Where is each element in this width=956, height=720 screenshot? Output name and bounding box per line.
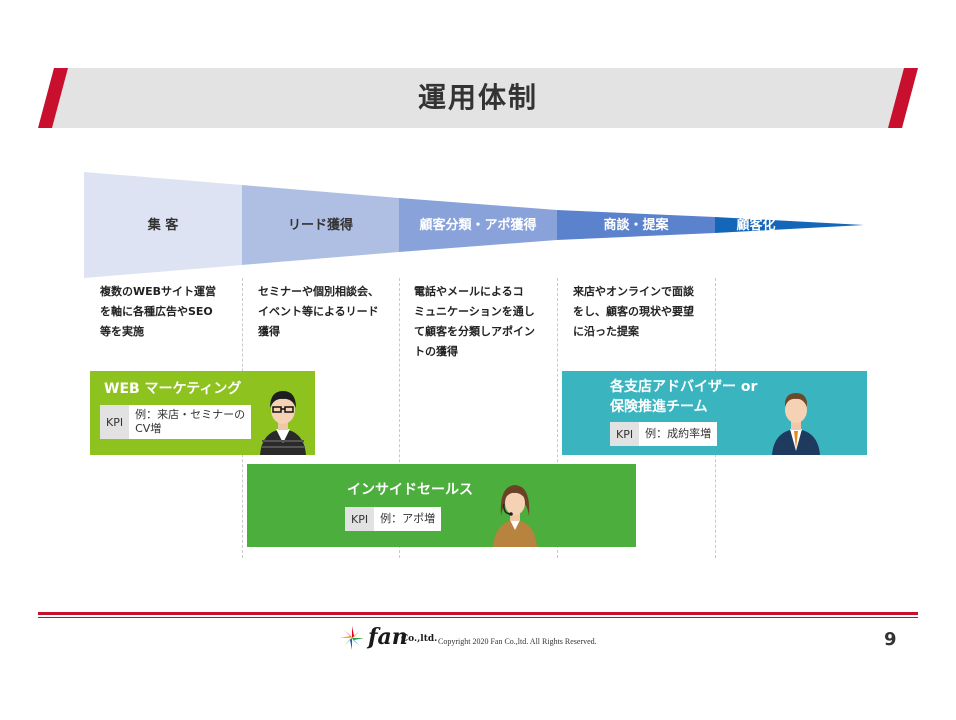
stage-label-acquisition: 集 客 — [147, 218, 179, 233]
advisor-person-icon — [772, 393, 820, 455]
operator-person-icon — [493, 485, 537, 547]
title-banner — [38, 68, 918, 128]
kpi-value: 例：成約率増 — [645, 427, 712, 440]
column-divider — [557, 278, 558, 558]
inside-sales-kpi: KPI 例：アポ増 — [345, 507, 442, 531]
branch-advisor-title: 各支店アドバイザー or 保険推進チーム — [610, 379, 758, 415]
branch-advisor-card: 各支店アドバイザー or 保険推進チーム KPI 例：成約率増 — [562, 371, 867, 455]
funnel-stage-5 — [715, 217, 864, 233]
footer-rule-thin — [38, 617, 918, 618]
kpi-tag: KPI — [345, 507, 375, 531]
kpi-value: 例：来店・セミナーの CV増 — [135, 408, 246, 435]
copyright-text: Copyright 2020 Fan Co.,ltd. All Rights R… — [438, 637, 597, 646]
page-title: 運用体制 — [417, 81, 538, 114]
kpi-tag: KPI — [100, 405, 130, 439]
web-marketing-kpi: KPI 例：来店・セミナーの CV増 — [100, 405, 252, 439]
inside-sales-card: インサイドセールス KPI 例：アポ増 — [247, 464, 636, 547]
funnel-chart — [84, 172, 864, 278]
web-marketing-card: WEB マーケティング KPI 例：来店・セミナーの CV増 — [90, 371, 315, 455]
stage-description-acquisition: 複数のWEBサイト運営 を軸に各種広告やSEO 等を実施 — [100, 285, 217, 338]
funnel-stage-3 — [399, 198, 557, 252]
stage-description-appointment: 電話やメールによるコ ミュニケーションを通し て顧客を分類しアポイン トの獲得 — [414, 285, 535, 358]
footer-rule — [38, 612, 918, 615]
stage-label-appointment: 顧客分類・アポ獲得 — [419, 218, 537, 233]
stage-label-conversion: 顧客化 — [736, 218, 776, 233]
kpi-tag: KPI — [610, 422, 640, 446]
page-number: 9 — [884, 629, 897, 650]
company-logo-suffix: Co.,ltd. — [401, 634, 438, 644]
stage-label-lead: リード獲得 — [287, 218, 353, 233]
inside-sales-title: インサイドセールス — [347, 482, 473, 498]
funnel-stage-2 — [242, 185, 399, 265]
stage-description-lead: セミナーや個別相談会、 イベント等によるリード 獲得 — [258, 285, 379, 338]
marketer-person-icon — [260, 391, 306, 455]
funnel-stage-4 — [557, 210, 715, 240]
stage-description-proposal: 来店やオンラインで面談 をし、顧客の現状や要望 に沿った提案 — [573, 285, 694, 338]
funnel-stage-1 — [84, 172, 242, 278]
company-logo-icon — [340, 626, 364, 650]
kpi-value: 例：アポ増 — [380, 512, 436, 525]
web-marketing-title: WEB マーケティング — [104, 381, 242, 397]
branch-advisor-kpi: KPI 例：成約率増 — [610, 422, 718, 446]
company-logo-text: fan — [368, 624, 408, 650]
column-divider — [399, 278, 400, 558]
stage-label-proposal: 商談・提案 — [603, 218, 669, 233]
